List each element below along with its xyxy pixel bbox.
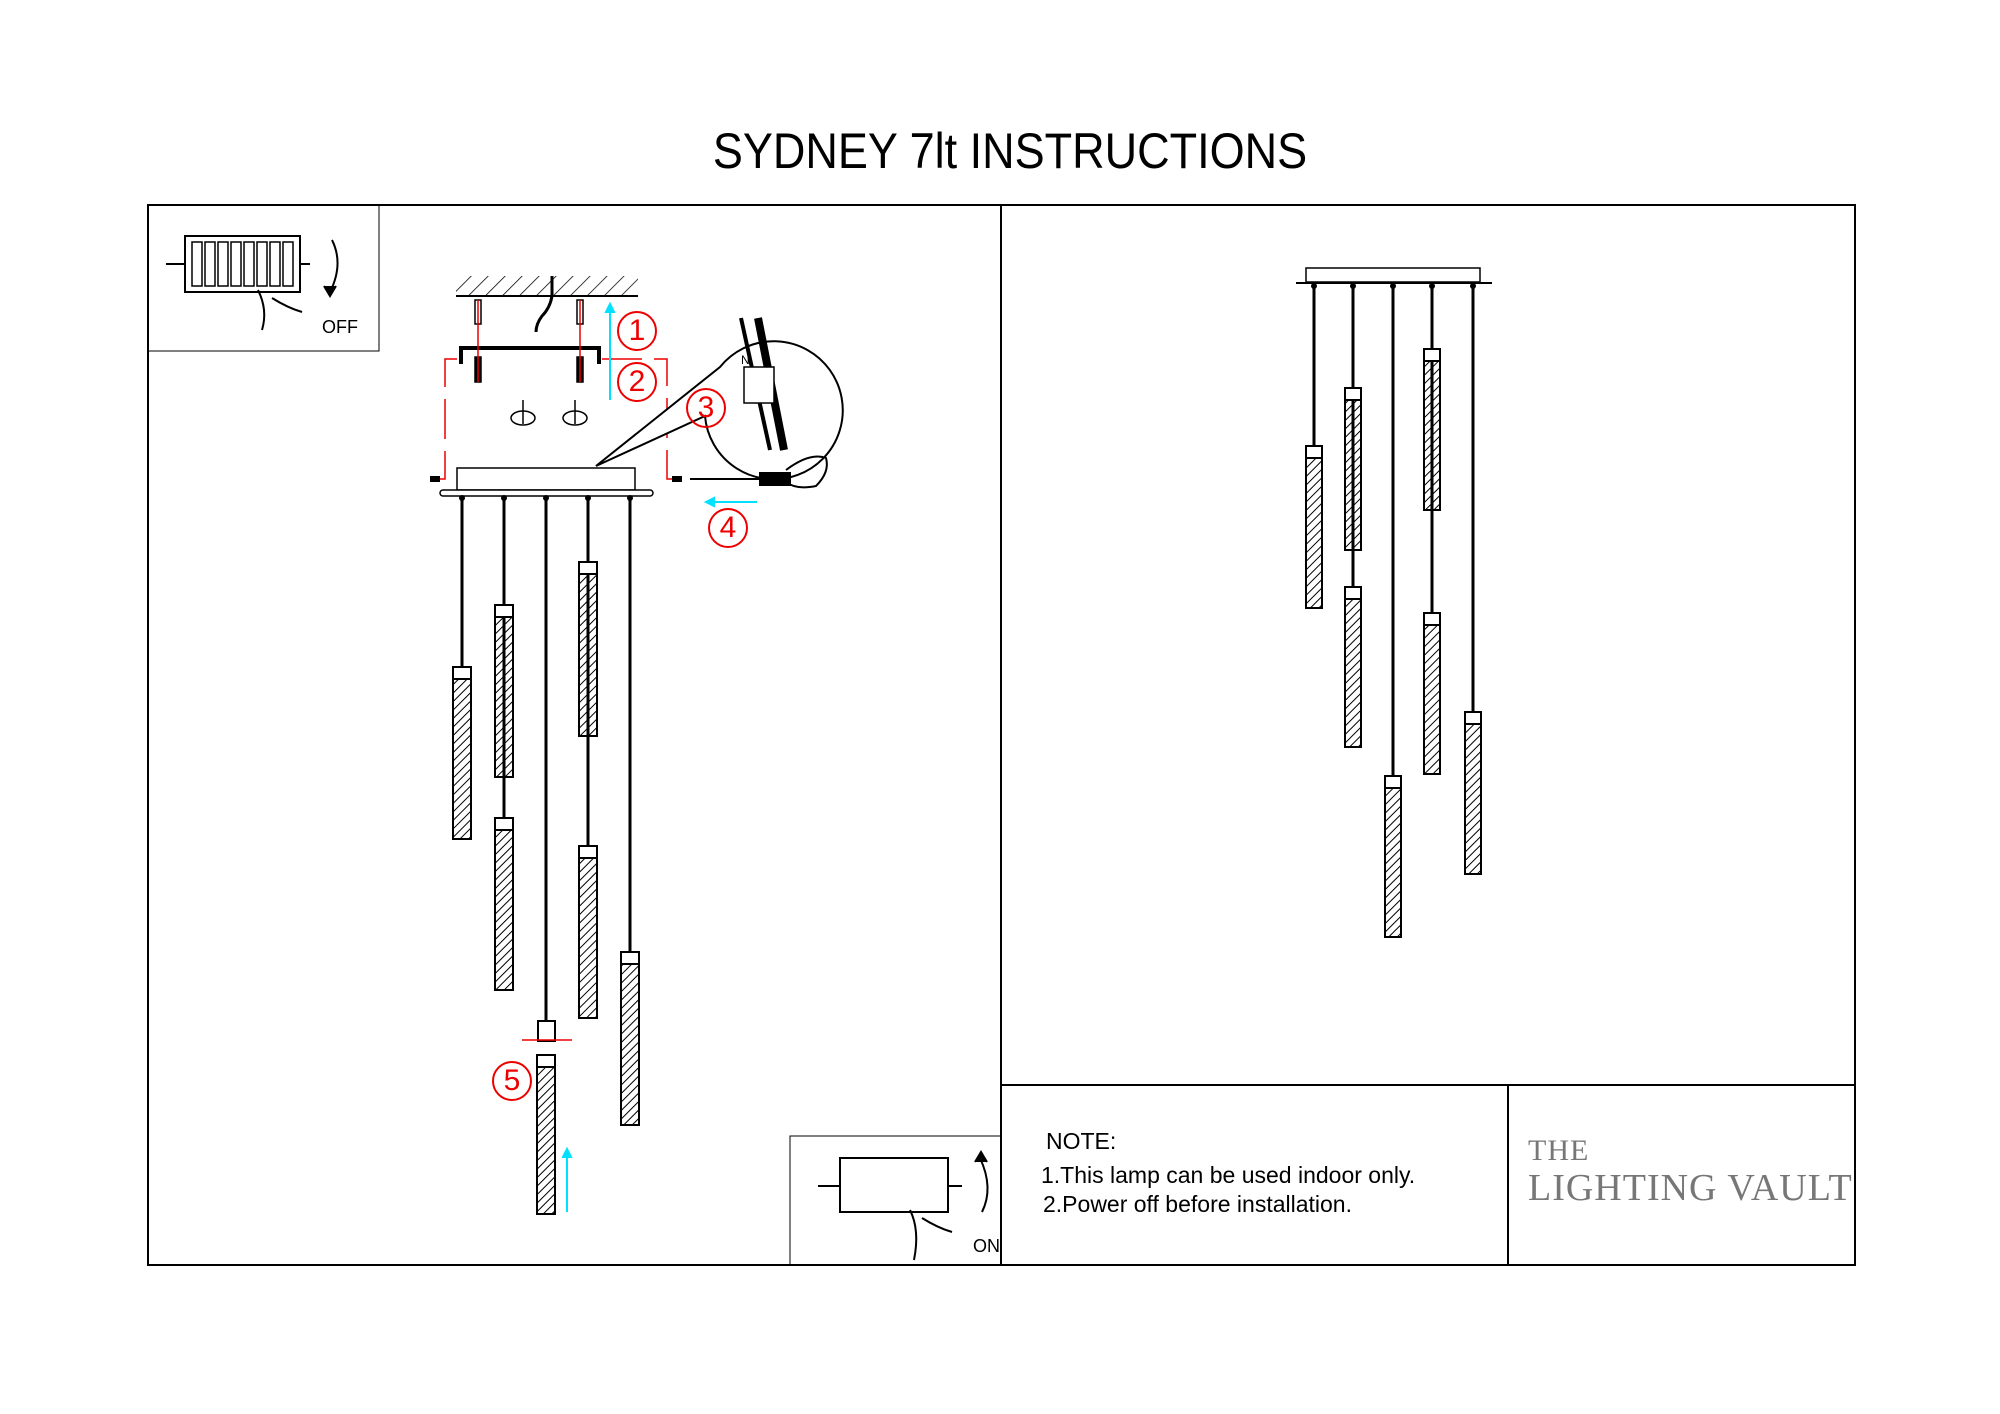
pendant-tube (1384, 787, 1402, 938)
installation-diagram: N L (430, 276, 844, 1215)
pendant-cap (1423, 612, 1441, 626)
pendant-cap (494, 817, 514, 831)
pendant-cap (1344, 387, 1362, 401)
note-item-2: 2.Power off before installation. (1043, 1191, 1352, 1217)
pendant-tube (536, 1066, 556, 1215)
pendant-tube (578, 857, 598, 1019)
page-frame (147, 204, 1856, 1266)
page-title: SYDNEY 7lt INSTRUCTIONS (712, 123, 1308, 179)
product-view (1296, 267, 1492, 938)
note-heading: NOTE: (1046, 1128, 1117, 1154)
pendant-tube (494, 616, 514, 778)
switch-on-label: ON (973, 1236, 1000, 1256)
pendant-cap (1305, 445, 1323, 459)
step-2-marker: 2 (617, 362, 657, 402)
pendant-tube (1464, 723, 1482, 875)
note-item-1: 1.This lamp can be used indoor only. (1041, 1162, 1416, 1188)
pendant-cap (452, 666, 472, 680)
step-1-marker: 1 (617, 311, 657, 351)
breaker-off-icon (166, 235, 339, 331)
step-4-marker: 4 (708, 508, 748, 548)
pendant-cap (620, 951, 640, 965)
logo-line-1: THE (1528, 1134, 1590, 1167)
step-5-marker: 5 (492, 1061, 532, 1101)
pendant-tube (1344, 399, 1362, 551)
pendant-cap (578, 845, 598, 859)
pendant-tube (1344, 598, 1362, 748)
screwdriver-icon (690, 455, 828, 489)
pendant-cap (578, 561, 598, 575)
pendant-tube (578, 573, 598, 737)
pendant-tube (1423, 624, 1441, 775)
pendant-tube (1305, 457, 1323, 609)
pendant-tube (452, 678, 472, 840)
logo-line-2: LIGHTING VAULT (1528, 1167, 1853, 1209)
pendant-tube (620, 963, 640, 1126)
pendant-cap (494, 604, 514, 618)
pendant-tube (494, 829, 514, 991)
step-3-marker: 3 (686, 388, 726, 428)
breaker-on-icon (818, 1150, 989, 1261)
pendant-tube (1423, 360, 1441, 511)
pendant-cap (1344, 586, 1362, 600)
pendant-cap (1423, 348, 1441, 362)
live-label: L (762, 353, 769, 367)
pendant-cap (1384, 775, 1402, 789)
neutral-label: N (741, 353, 750, 367)
pendant-cap (1464, 711, 1482, 725)
pendant-cap (536, 1054, 556, 1068)
switch-off-label: OFF (322, 317, 358, 337)
